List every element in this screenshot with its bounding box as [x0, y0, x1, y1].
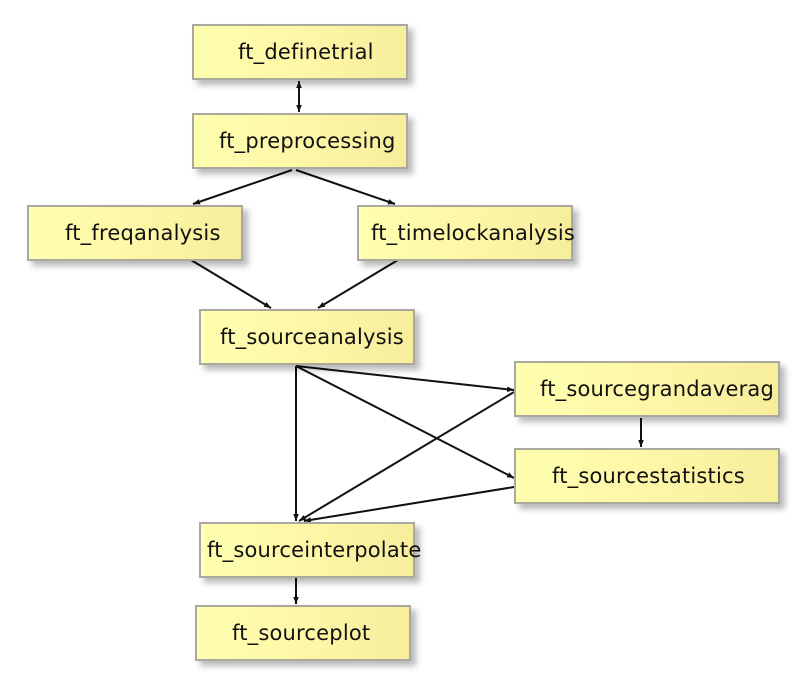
node-label: ft_timelockanalysis	[371, 221, 576, 245]
node-ft-sourceplot: ft_sourceplot	[195, 605, 411, 661]
node-label: ft_sourceinterpolate	[207, 538, 422, 562]
node-ft-sourcegrandaverag: ft_sourcegrandaverag	[514, 361, 780, 417]
edge-freqanalysis-sourceanalysis	[190, 259, 272, 309]
edge-preprocessing-freqanalysis	[192, 169, 293, 205]
edge-sourceanalysis-sourcegrandaverag	[295, 365, 515, 393]
node-ft-sourceinterpolate: ft_sourceinterpolate	[199, 522, 421, 578]
edge-preprocessing-timelockanalysis	[295, 169, 396, 205]
node-ft-timelockanalysis: ft_timelockanalysis	[357, 205, 576, 261]
node-ft-freqanalysis: ft_freqanalysis	[27, 205, 243, 261]
node-label: ft_preprocessing	[219, 129, 396, 153]
node-label: ft_freqanalysis	[65, 221, 221, 245]
node-label: ft_sourcegrandaverag	[540, 377, 775, 401]
node-label: ft_sourcestatistics	[552, 464, 745, 488]
node-ft-definetrial: ft_definetrial	[192, 24, 408, 80]
node-ft-preprocessing: ft_preprocessing	[192, 113, 408, 169]
edge-timelockanalysis-sourceanalysis	[317, 259, 399, 309]
edge-sourcestatistics-sourceinterpolate	[303, 486, 515, 523]
edge-sourcegrandaverag-sourceinterpolate	[298, 391, 515, 522]
node-label: ft_definetrial	[238, 40, 374, 64]
node-ft-sourcestatistics: ft_sourcestatistics	[514, 448, 780, 504]
node-ft-sourceanalysis: ft_sourceanalysis	[199, 309, 415, 365]
edge-sourceanalysis-sourcestatistics	[295, 365, 515, 479]
node-label: ft_sourceplot	[232, 621, 371, 645]
node-label: ft_sourceanalysis	[220, 325, 404, 349]
